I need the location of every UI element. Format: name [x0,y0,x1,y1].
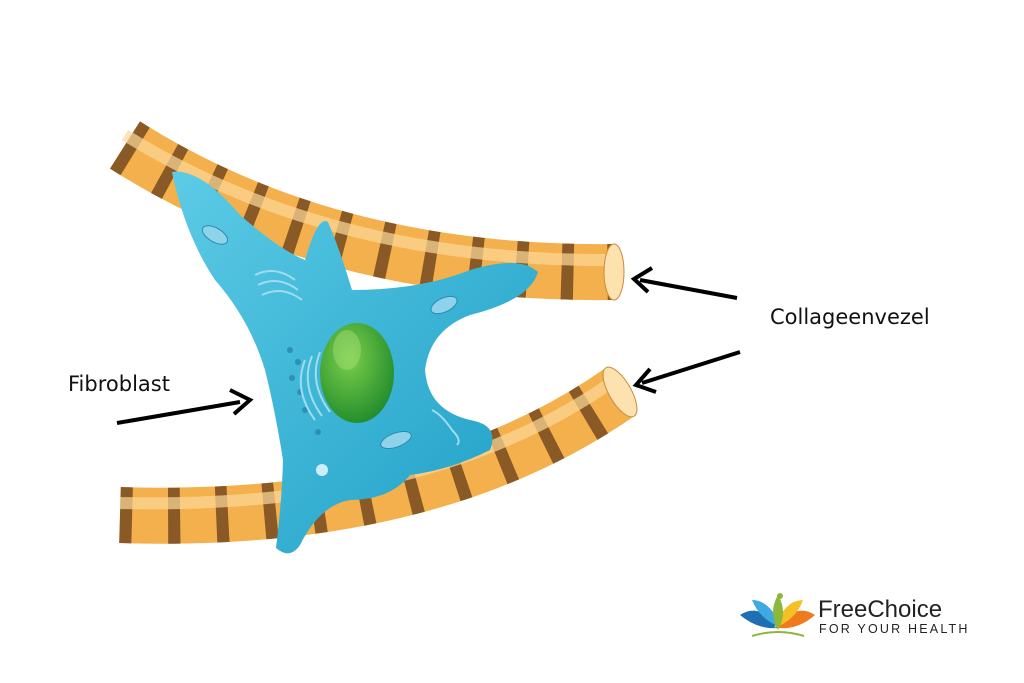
arrow-collagen-lower [632,350,741,394]
fibroblast-cell [172,171,538,554]
logo-subtitle: FOR YOUR HEALTH [819,622,970,636]
freechoice-logo-icon [740,593,815,637]
collagen-fiber-label: Collageenvezel [770,305,930,329]
fibroblast-label: Fibroblast [68,372,170,396]
logo-title: FreeChoice [818,596,943,623]
arrow-collagen-upper [630,266,738,300]
arrow-fibroblast [116,388,254,425]
nucleus [320,323,394,423]
